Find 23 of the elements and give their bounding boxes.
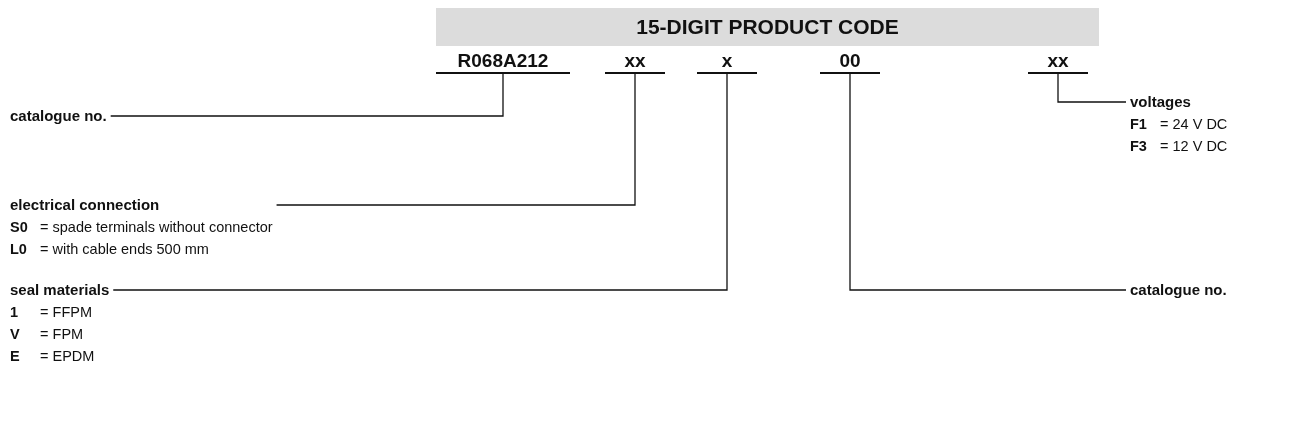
- code-segment: xx: [605, 50, 665, 74]
- heading-text: catalogue no.: [1130, 280, 1227, 300]
- heading-text: catalogue no.: [10, 106, 107, 126]
- leader-line: [849, 73, 1127, 291]
- heading-text: voltages: [1130, 92, 1192, 112]
- code-segment: 00: [820, 50, 880, 74]
- code-segment: xx: [1028, 50, 1088, 74]
- option-text: F1 = 24 V DC: [1130, 115, 1228, 134]
- option-text: S0 = spade terminals without connector: [10, 218, 273, 237]
- leader-line: [275, 73, 636, 206]
- leader-line: [112, 73, 728, 291]
- code-segment: R068A212: [436, 50, 570, 74]
- option-text: V = FPM: [10, 325, 85, 344]
- code-segment: x: [697, 50, 757, 74]
- title-band: 15-DIGIT PRODUCT CODE: [436, 8, 1099, 46]
- option-text: F3 = 12 V DC: [1130, 137, 1228, 156]
- option-text: 1 = FFPM: [10, 303, 93, 322]
- option-text: E = EPDM: [10, 347, 96, 366]
- option-text: L0 = with cable ends 500 mm: [10, 240, 210, 259]
- heading-text: electrical connection: [10, 195, 161, 215]
- leader-line: [1057, 73, 1127, 103]
- heading-text: seal materials: [10, 280, 110, 300]
- leader-line: [110, 73, 504, 117]
